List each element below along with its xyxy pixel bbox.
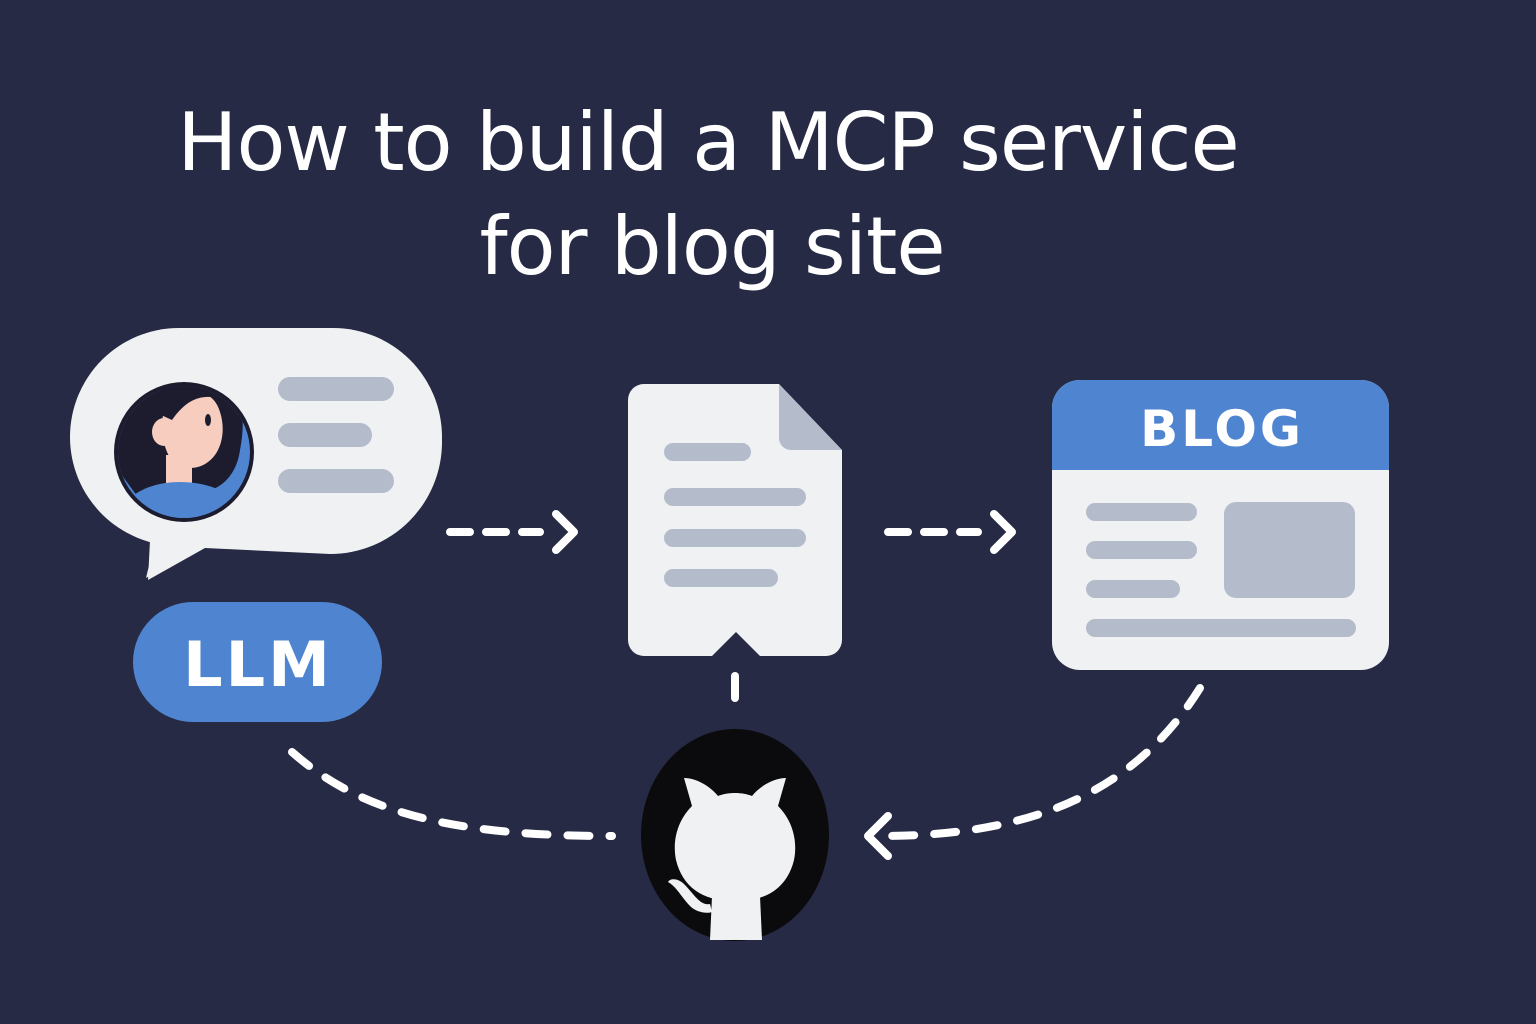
title-line-2: for blog site: [479, 200, 944, 293]
arrow-chat-to-document: [446, 510, 578, 554]
blog-page-icon: BLOG: [1052, 380, 1389, 670]
document-line-1: [664, 443, 751, 461]
title-line-1: How to build a MCP service: [177, 96, 1238, 189]
document-line-4: [664, 569, 778, 587]
blog-line-1: [1086, 503, 1197, 521]
chat-line-1: [278, 377, 394, 401]
user-avatar-icon: [114, 382, 254, 522]
chat-line-2: [278, 423, 372, 447]
arrow-blog-to-github: [864, 684, 1204, 860]
github-octocat-icon: [641, 729, 829, 941]
chat-line-3: [278, 469, 394, 493]
blog-line-2: [1086, 541, 1197, 559]
document-line-3: [664, 529, 806, 547]
arrow-document-to-blog: [884, 510, 1016, 554]
llm-label: LLM: [183, 628, 333, 701]
llm-badge: LLM: [133, 602, 382, 722]
connector-llm-to-github: [288, 748, 616, 840]
blog-header-label: BLOG: [1140, 400, 1304, 458]
blog-image-placeholder: [1224, 502, 1355, 598]
document-line-2: [664, 488, 806, 506]
blog-line-3: [1086, 580, 1180, 598]
document-icon: [628, 384, 842, 656]
blog-line-4: [1086, 619, 1356, 637]
